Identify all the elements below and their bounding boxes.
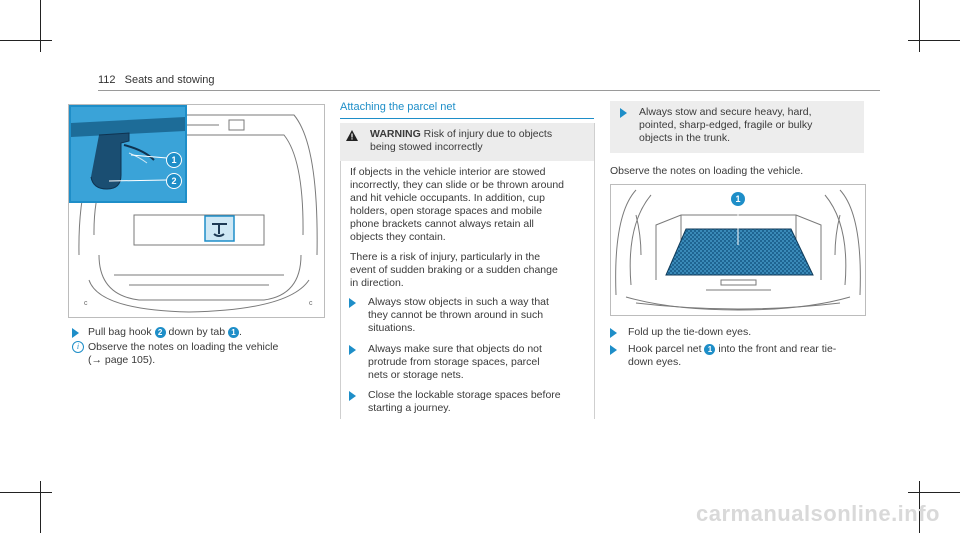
- step-arrow-icon: [610, 345, 617, 355]
- warning-label: WARNING: [370, 128, 421, 140]
- page-header: 112 Seats and stowing: [98, 74, 215, 86]
- warning-subtitle: being stowed incorrectly: [370, 141, 483, 153]
- warning-box: WARNING Risk of injury due to objects be…: [340, 123, 594, 161]
- step-arrow-icon: [620, 108, 627, 118]
- callout-1-ref: 1: [228, 326, 240, 338]
- step-arrow-icon: [349, 391, 356, 401]
- header-divider: [98, 90, 880, 91]
- warning-divider: [594, 123, 595, 419]
- step-arrow-icon: [349, 345, 356, 355]
- parcel-net-figure: 1: [610, 184, 866, 316]
- watermark: carmanualsonline.info: [696, 501, 940, 526]
- warning-title: Risk of injury due to objects: [423, 128, 553, 140]
- callout-1: 1: [731, 192, 745, 206]
- step-arrow-icon: [72, 328, 79, 338]
- crop-mark: [0, 40, 52, 41]
- svg-text:c: c: [309, 300, 313, 307]
- warning-para-1: If objects in the vehicle interior are s…: [350, 166, 564, 243]
- page-link[interactable]: (→ page 105).: [88, 354, 156, 366]
- warning-icon: [346, 130, 358, 141]
- callout-2-ref: 2: [154, 326, 166, 338]
- crop-mark: [40, 0, 41, 52]
- continued-warning-box: Always stow and secure heavy, hard, poin…: [610, 101, 864, 153]
- step-arrow-icon: [349, 298, 356, 308]
- hook-zoom-illustration: [71, 107, 185, 201]
- warning-sidebar: [340, 161, 341, 419]
- warning-bullet: Always stow objects in such a way that t…: [349, 296, 613, 335]
- callout-2: 2: [166, 173, 182, 189]
- parcel-net-illustration: [615, 189, 861, 311]
- svg-text:c: c: [84, 300, 88, 307]
- crop-mark: [919, 0, 920, 52]
- warning-bullet: Always make sure that objects do not pro…: [349, 343, 613, 382]
- section-underline: [340, 118, 594, 119]
- step-hook-parcel-net: Hook parcel net 1 into the front and rea…: [610, 343, 888, 369]
- page-number: 112: [98, 74, 116, 86]
- callout-1-ref: 1: [704, 343, 716, 355]
- section-name: Seats and stowing: [124, 74, 215, 86]
- observe-note: Observe the notes on loading the vehicle…: [610, 165, 804, 177]
- crop-mark: [908, 492, 960, 493]
- crop-mark: [0, 492, 52, 493]
- info-icon: i: [72, 341, 84, 353]
- crop-mark: [40, 481, 41, 533]
- warning-bullet: Close the lockable storage spaces before…: [349, 389, 613, 415]
- crop-mark: [908, 40, 960, 41]
- step-fold-up-eyes: Fold up the tie-down eyes.: [610, 326, 888, 339]
- callout-1: 1: [166, 152, 182, 168]
- trunk-illustration: c c: [78, 114, 318, 313]
- hook-zoom-inset: 1 2: [69, 105, 187, 203]
- step-pull-bag-hook: Pull bag hook 2 down by tab 1.: [72, 326, 348, 339]
- bag-hook-figure: c c 1 2: [68, 104, 325, 318]
- info-note: i Observe the notes on loading the vehic…: [72, 341, 348, 367]
- section-title: Attaching the parcel net: [340, 101, 456, 113]
- warning-para-2: There is a risk of injury, particularly …: [350, 251, 558, 289]
- crop-mark: [919, 481, 920, 533]
- step-arrow-icon: [610, 328, 617, 338]
